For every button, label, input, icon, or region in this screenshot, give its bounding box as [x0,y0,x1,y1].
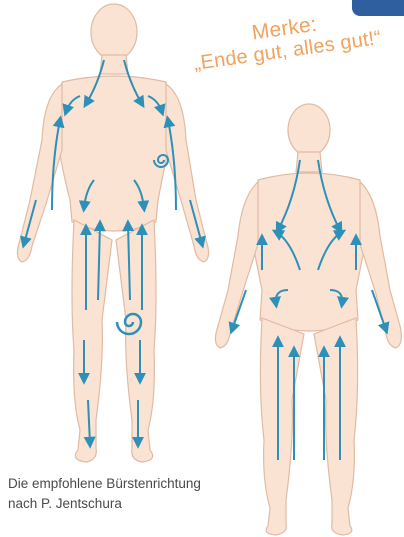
front-body-figure [17,4,208,462]
figure-caption: Die empfohlene Bürstenrichtung nach P. J… [8,474,268,514]
caption-line-2: nach P. Jentschura [8,494,268,514]
caption-line-1: Die empfohlene Bürstenrichtung [8,474,268,494]
back-body-figure [215,104,401,535]
